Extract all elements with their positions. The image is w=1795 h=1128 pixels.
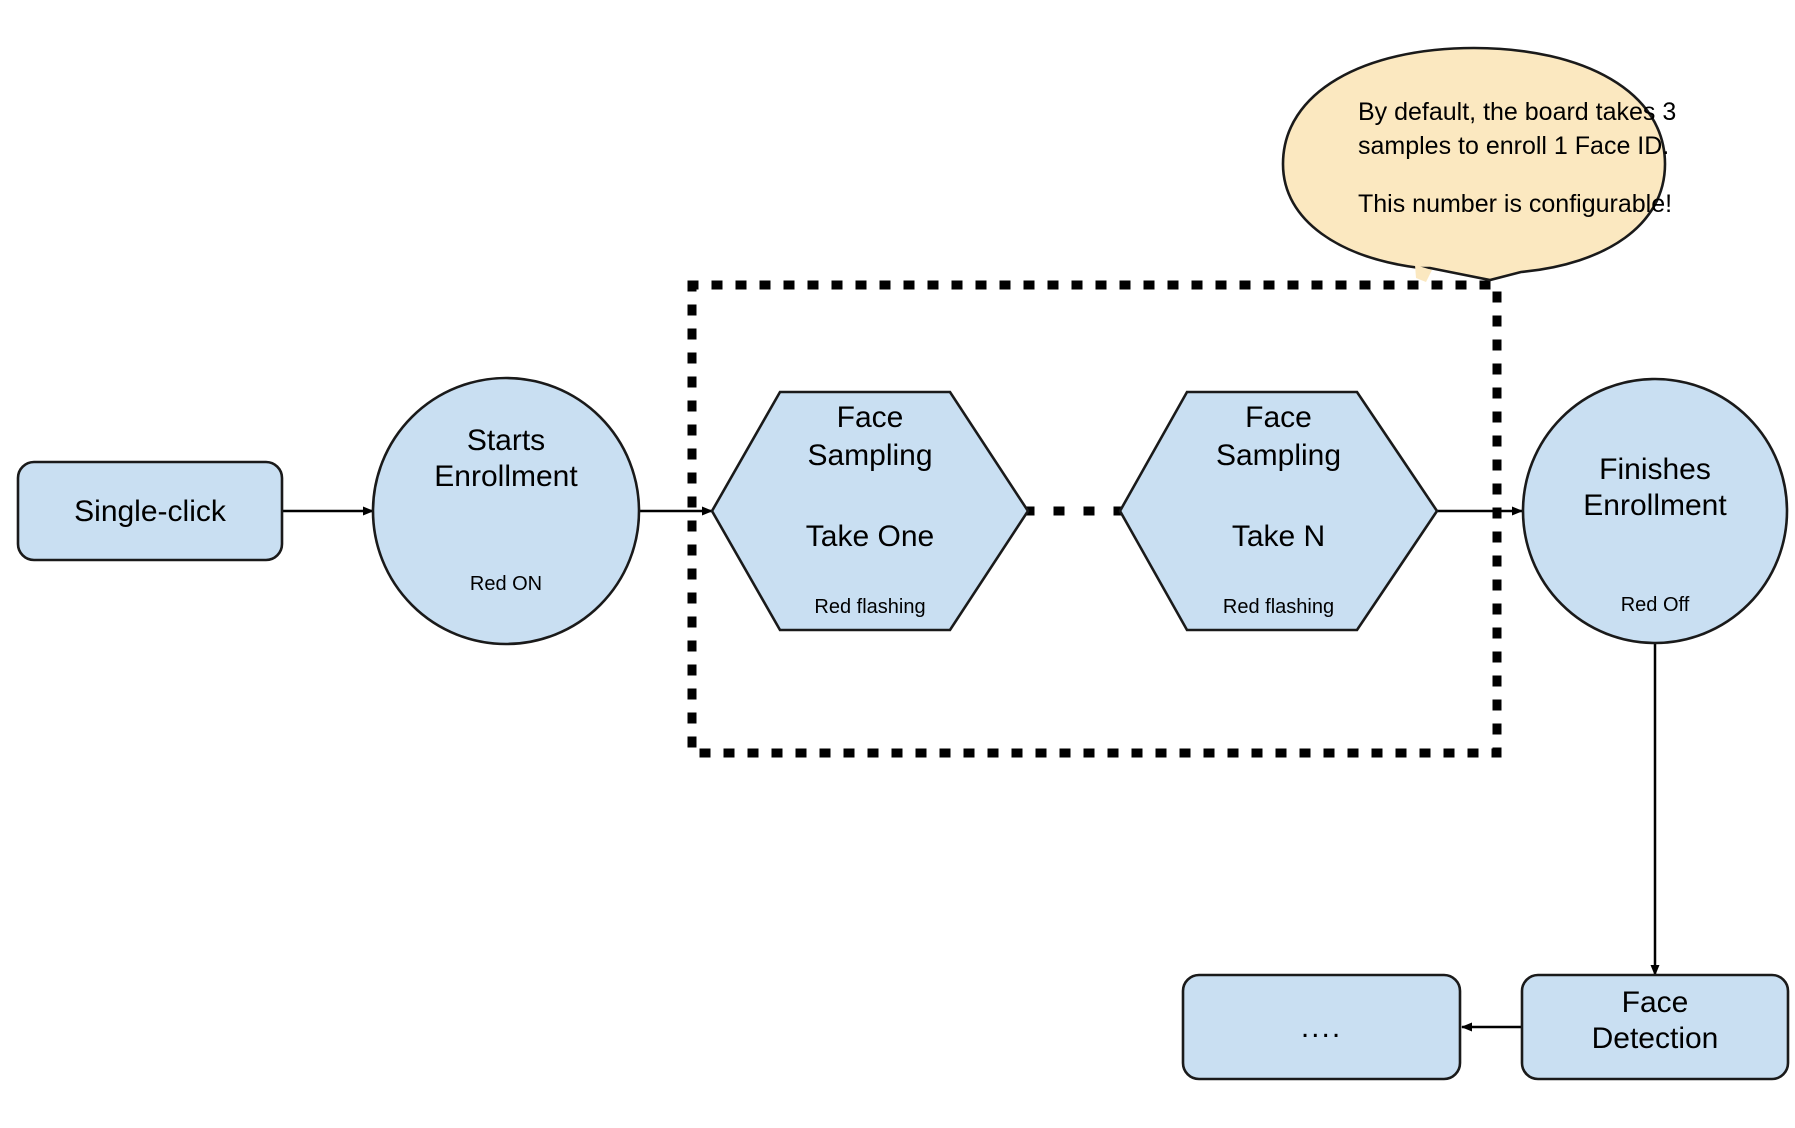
node-face-sampling-n[interactable] <box>1118 390 1439 632</box>
node-single-click[interactable] <box>16 460 284 562</box>
sampling-loop-group <box>687 280 1502 758</box>
node-face-detection[interactable] <box>1520 973 1790 1081</box>
node-finishes-enrollment[interactable] <box>1521 377 1789 645</box>
node-starts-enrollment[interactable] <box>371 376 641 646</box>
node-continuation[interactable] <box>1181 973 1462 1081</box>
node-face-sampling-one[interactable] <box>710 390 1030 632</box>
callout-bubble <box>1281 46 1667 282</box>
